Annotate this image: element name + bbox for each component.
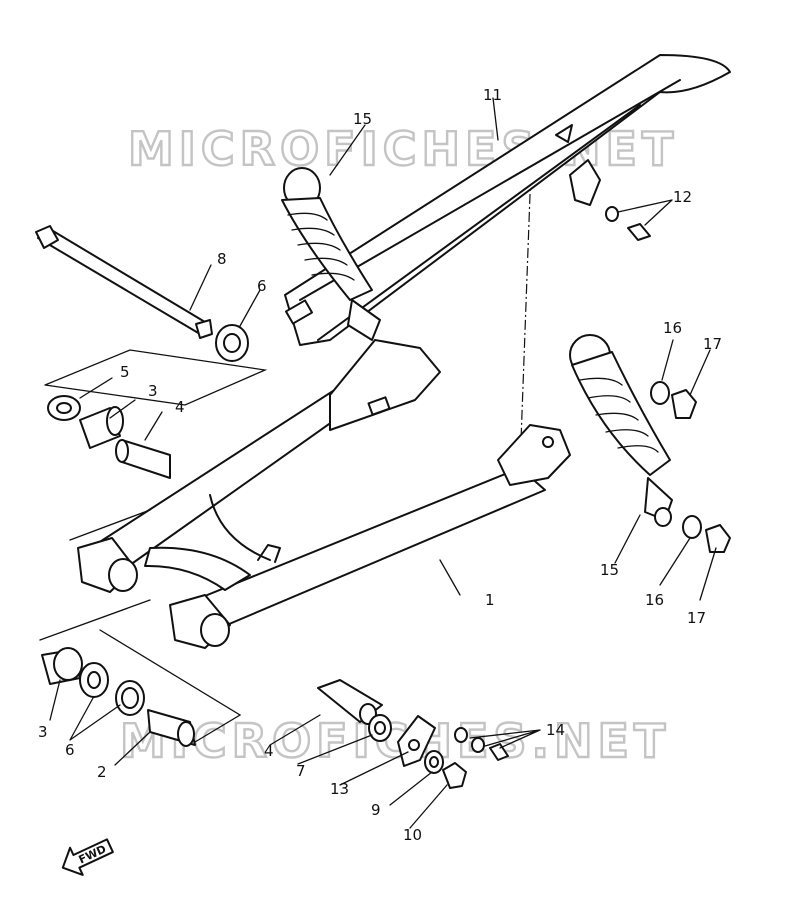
label-17-upper: 17	[703, 335, 722, 353]
label-3-upper: 3	[148, 382, 158, 400]
label-8: 8	[217, 250, 227, 268]
washer-shock-lower	[682, 515, 702, 539]
label-2: 2	[97, 763, 107, 781]
guide-line	[519, 139, 533, 469]
label-4-lower: 4	[264, 742, 274, 760]
chain-puller-plate	[397, 715, 436, 767]
label-5: 5	[120, 363, 130, 381]
fwd-arrow: FWD	[61, 838, 114, 876]
chain-case	[284, 54, 731, 346]
nut-shock-upper	[671, 389, 697, 419]
nut-shock-lower	[705, 524, 731, 553]
label-12: 12	[673, 188, 692, 206]
callout-labels: 1 2 3 3 4 4 5 6 6 7 8 9 10 11 12 13 14 1…	[38, 86, 722, 844]
bushing-lower	[41, 647, 83, 685]
collar-lower	[147, 709, 196, 747]
label-17-lower: 17	[687, 609, 706, 627]
label-15-lower: 15	[600, 561, 619, 579]
label-15-upper: 15	[353, 110, 372, 128]
label-13: 13	[330, 780, 349, 798]
label-6-lower: 6	[65, 741, 75, 759]
thrust-washer-upper	[47, 395, 81, 421]
shock-absorber-left	[281, 167, 381, 341]
bolt-set-chaincase	[605, 206, 651, 241]
bearing-lower	[115, 680, 145, 716]
bracket-upper	[44, 349, 268, 406]
label-7: 7	[296, 762, 306, 780]
leader-lines	[49, 97, 717, 829]
bracket-mid	[69, 509, 151, 541]
bearing-rear	[368, 714, 392, 742]
washer-lower	[79, 662, 109, 698]
label-16-upper: 16	[663, 319, 682, 337]
bearing-upper	[215, 324, 249, 362]
pivot-boss-lower	[169, 594, 231, 649]
washer-shock-upper	[650, 381, 670, 405]
label-3-lower: 3	[38, 723, 48, 741]
label-9: 9	[371, 801, 381, 819]
label-6-upper: 6	[257, 277, 267, 295]
label-16-lower: 16	[645, 591, 664, 609]
label-14: 14	[546, 721, 565, 739]
bolt-set-rear	[454, 727, 509, 761]
shock-absorber-right	[569, 334, 673, 527]
washer-rear	[424, 750, 444, 774]
collar-rear	[317, 679, 383, 725]
label-4-upper: 4	[175, 398, 185, 416]
pivot-boss-upper	[77, 537, 138, 593]
pivot-shaft	[35, 225, 213, 339]
watermark-bottom: MICROFICHES.NET	[120, 714, 670, 768]
label-11: 11	[483, 86, 502, 104]
label-10: 10	[403, 826, 422, 844]
swingarm	[94, 339, 571, 631]
nut-rear	[442, 762, 467, 789]
label-1: 1	[485, 591, 495, 609]
bracket-lower	[39, 599, 242, 743]
collar-upper	[115, 439, 171, 479]
